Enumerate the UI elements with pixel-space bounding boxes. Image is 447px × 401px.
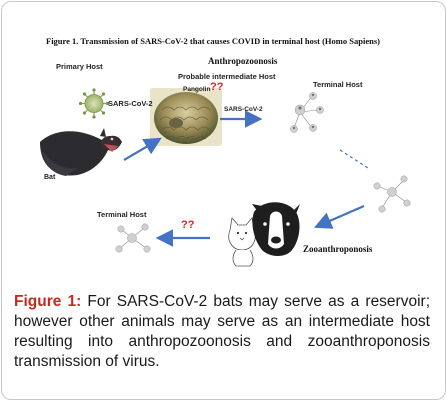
arrow-human-to-pets <box>313 204 365 229</box>
virus-label: SARS-CoV-2 <box>108 99 153 108</box>
pangolin-image <box>150 88 222 146</box>
terminal-host-top-label: Terminal Host <box>313 80 363 89</box>
primary-host-label: Primary Host <box>56 62 103 71</box>
dog-cat-image <box>228 202 300 267</box>
arrow-bat-to-pangolin <box>123 137 162 161</box>
virus-icon <box>78 88 110 119</box>
human-cluster-top-icon <box>290 92 324 133</box>
anthropozoonosis-label: Anthropozoonosis <box>208 56 278 66</box>
human-cluster-bottom-icon <box>115 223 151 253</box>
zooanthroponosis-label: Zooanthroponosis <box>303 244 373 254</box>
pangolin-label: Pangolin <box>183 86 211 93</box>
arrow-sars-label: SARS-CoV-2 <box>224 106 263 113</box>
caption-text: For SARS-CoV-2 bats may serve as a reser… <box>14 293 430 370</box>
figure-title: Figure 1. Transmission of SARS-CoV-2 tha… <box>46 36 380 46</box>
question-marks-top: ?? <box>210 81 224 93</box>
terminal-host-bottom-label: Terminal Host <box>97 210 147 219</box>
bat-label: Bat <box>44 174 56 181</box>
bat-image <box>40 128 122 176</box>
connector-dashed <box>339 149 369 169</box>
question-marks-bottom: ?? <box>181 219 195 231</box>
figure-caption: Figure 1: For SARS-CoV-2 bats may serve … <box>14 292 430 372</box>
human-cluster-right-icon <box>373 175 411 213</box>
caption-label: Figure 1: <box>14 293 82 310</box>
probable-intermediate-host-label: Probable intermediate Host <box>178 72 276 81</box>
